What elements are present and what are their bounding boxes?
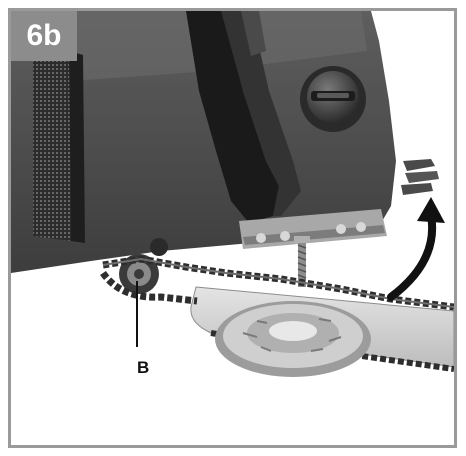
figure-frame: 6b B bbox=[8, 8, 457, 448]
callout-label-b: B bbox=[137, 358, 150, 377]
curved-up-arrow-icon bbox=[387, 211, 437, 301]
figure-number-badge: 6b bbox=[11, 11, 77, 61]
chainsaw-photo bbox=[11, 11, 454, 377]
